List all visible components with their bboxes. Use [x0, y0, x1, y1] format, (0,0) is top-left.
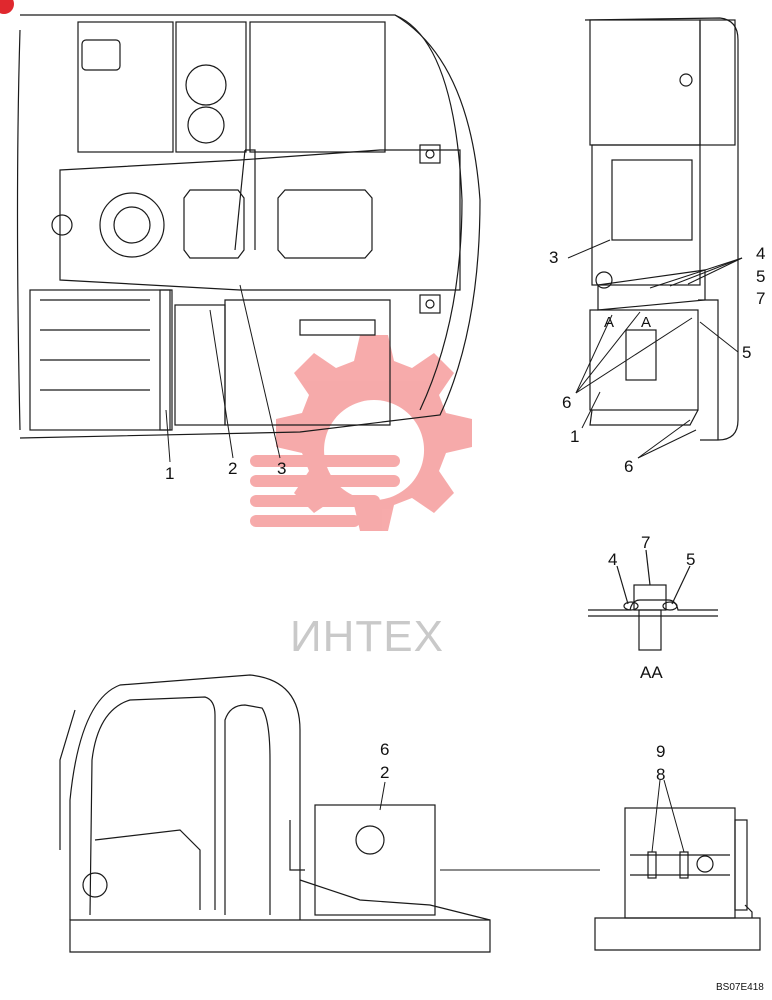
callout-side-6: 6: [562, 393, 572, 412]
corner-badge: [0, 0, 14, 14]
callout-side-5: 5: [756, 267, 766, 286]
callout-side-4: 4: [756, 244, 766, 263]
drawing-code: BS07E418: [716, 982, 764, 993]
callout-cab-6: 6: [380, 740, 390, 759]
side-view: [584, 17, 739, 441]
cab-view-leaders: [379, 781, 600, 871]
callout-panel-9: 9: [656, 742, 666, 761]
cab-view: [59, 674, 491, 953]
side-view-leaders: [567, 239, 743, 459]
callout-section-7: 7: [641, 533, 651, 552]
callout-side-5b: 5: [742, 343, 752, 362]
watermark-gear-icon: [250, 335, 472, 531]
callout-section-4: 4: [608, 550, 618, 569]
callout-plan-2: 2: [228, 459, 238, 478]
callout-side-6b: 6: [624, 457, 634, 476]
callout-side-3: 3: [549, 248, 559, 267]
callout-cab-2: 2: [380, 763, 390, 782]
panel-view-leaders: [651, 779, 685, 853]
callout-panel-8: 8: [656, 765, 666, 784]
plan-view: [16, 14, 481, 439]
section-aa-view: [588, 549, 718, 651]
watermark-text: ИНТЕХ: [290, 612, 444, 661]
callout-side-7: 7: [756, 289, 766, 308]
section-mark-a-right: A: [641, 314, 652, 331]
callout-plan-3: 3: [277, 459, 287, 478]
section-label: AA: [640, 663, 663, 682]
callout-side-1: 1: [570, 427, 580, 446]
section-mark-a-left: A: [604, 314, 615, 331]
callout-plan-1: 1: [165, 464, 175, 483]
plan-view-leaders: [165, 284, 281, 463]
callout-section-5: 5: [686, 550, 696, 569]
panel-view: [594, 807, 761, 951]
